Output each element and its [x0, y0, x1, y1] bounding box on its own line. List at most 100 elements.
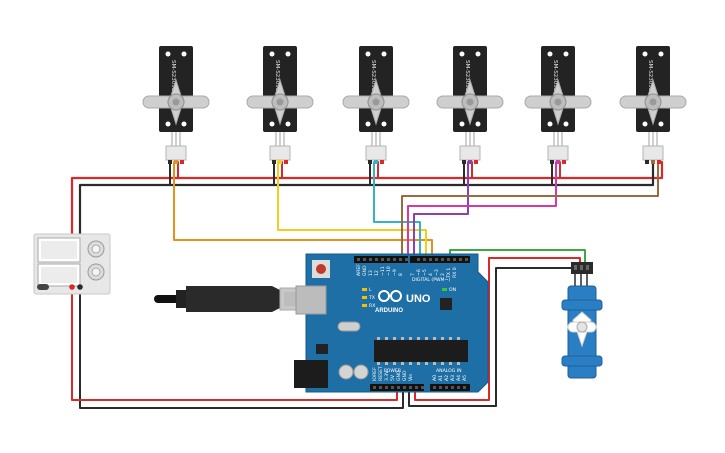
servo-model-label: SM-S2309S — [370, 60, 376, 92]
power-pin-labels: IOREF RESET 3.3V 5V GND GND Vin — [372, 366, 414, 381]
signal-wire-4 — [413, 161, 469, 263]
signal-wire-1 — [173, 161, 433, 263]
svg-text:Vin: Vin — [408, 374, 414, 381]
svg-text:3.3V: 3.3V — [384, 370, 390, 381]
analog-header — [430, 384, 470, 391]
mount-hole-icon — [563, 121, 569, 127]
mount-hole-icon — [658, 51, 664, 57]
arduino-power-wire — [71, 285, 398, 401]
signal-wire-6 — [401, 161, 659, 263]
signal-wire-5 — [407, 161, 557, 263]
svg-text:7: 7 — [410, 273, 416, 276]
power-bus-wire — [70, 160, 664, 288]
servo-horn-icon — [142, 78, 210, 126]
svg-text:13: 13 — [368, 270, 374, 276]
analog-pin-labels: A0 A1 A2 A3 A4 A5 — [432, 375, 468, 381]
servo-horn-icon — [619, 78, 687, 126]
svg-text:GND: GND — [396, 370, 402, 381]
servo-horn-icon — [524, 78, 592, 126]
power-jack — [294, 360, 328, 388]
usb-plug-body — [186, 286, 280, 312]
mount-hole-icon — [381, 51, 387, 57]
svg-text:12: 12 — [374, 270, 380, 276]
servo-model-label: SM-S2309S — [464, 60, 470, 92]
svg-text:GND: GND — [402, 370, 408, 381]
svg-text:GND: GND — [362, 265, 368, 276]
mount-hole-icon — [563, 51, 569, 57]
mount-hole-icon — [642, 51, 648, 57]
servo-connector — [269, 145, 291, 161]
svg-text:~9: ~9 — [392, 269, 398, 276]
mount-hole-icon — [547, 121, 553, 127]
mount-hole-icon — [181, 121, 187, 127]
servo-5: SM-S2309S — [524, 46, 592, 164]
svg-text:A1: A1 — [438, 375, 444, 381]
mount-hole-icon — [365, 121, 371, 127]
mount-hole-icon — [658, 121, 664, 127]
svg-text:~5: ~5 — [422, 269, 428, 276]
svg-text:~6: ~6 — [416, 269, 422, 276]
usb-cable — [154, 286, 311, 312]
micro-servo-power-wire — [414, 257, 581, 401]
svg-text:5V: 5V — [390, 374, 396, 381]
power-header-label: POWER — [384, 368, 402, 374]
svg-text:~11: ~11 — [380, 266, 386, 276]
mount-hole-icon — [475, 51, 481, 57]
digital-header-label: DIGITAL (PWM~) — [412, 277, 450, 283]
servo-horn-icon — [246, 78, 314, 126]
mount-hole-icon — [642, 121, 648, 127]
mount-hole-icon — [459, 121, 465, 127]
arduino-brand-label: ARDUINO — [375, 308, 403, 314]
svg-text:IOREF: IOREF — [372, 367, 378, 381]
servo-horn-icon — [342, 78, 410, 126]
arduino-infinity-logo-icon — [378, 290, 402, 302]
servo-model-label: SM-S2309S — [274, 60, 280, 92]
svg-text:4: 4 — [428, 273, 434, 276]
servo-model-label: SM-S2309S — [647, 60, 653, 92]
servo-4: SM-S2309S — [436, 46, 504, 164]
svg-text:TX 1: TX 1 — [446, 268, 452, 279]
mount-hole-icon — [165, 51, 171, 57]
svg-text:A5: A5 — [462, 375, 468, 381]
power-supply — [33, 233, 111, 295]
mount-hole-icon — [285, 51, 291, 57]
servo-connector — [547, 145, 569, 161]
mount-hole-icon — [475, 121, 481, 127]
micro-servo-horn-icon — [567, 311, 597, 348]
led-label-l: L — [369, 287, 372, 293]
svg-text:~3: ~3 — [434, 269, 440, 276]
signal-wire-3 — [373, 161, 421, 263]
servo-1: SM-S2309S — [142, 46, 210, 164]
mount-hole-icon — [285, 121, 291, 127]
led-label-on: ON — [449, 287, 456, 293]
servo-row: SM-S2309S SM-S2309S SM-S2309S SM-S2309S SM-S… — [142, 46, 687, 164]
mount-hole-icon — [181, 51, 187, 57]
servo-2: SM-S2309S — [246, 46, 314, 164]
led-label-tx: TX — [368, 295, 375, 301]
negative-terminal-icon — [69, 284, 75, 290]
mount-hole-icon — [547, 51, 553, 57]
micro-servo — [561, 262, 603, 379]
servo-connector — [365, 145, 387, 161]
digital-pin-labels: AREF GND 13 12 ~11 ~10 ~9 8 7 ~6 ~5 4 ~3… — [356, 264, 458, 279]
signal-wire-2 — [277, 161, 427, 263]
servo-6: SM-S2309S — [619, 46, 687, 164]
analog-header-label: ANALOG IN — [436, 368, 462, 374]
arduino-model-label: UNO — [406, 293, 431, 305]
mount-hole-icon — [165, 121, 171, 127]
arduino-ground-wire — [79, 285, 404, 409]
servo-connector — [459, 145, 481, 161]
svg-text:~10: ~10 — [386, 266, 392, 276]
svg-text:A0: A0 — [432, 375, 438, 381]
mount-hole-icon — [381, 121, 387, 127]
svg-text:A4: A4 — [456, 375, 462, 381]
digital-header-right — [410, 256, 470, 263]
mount-hole-icon — [459, 51, 465, 57]
led-label-rx: RX — [369, 303, 375, 309]
svg-text:A2: A2 — [444, 375, 450, 381]
reset-button — [316, 264, 326, 274]
servo-connector — [165, 145, 187, 161]
servo-3: SM-S2309S — [342, 46, 410, 164]
mount-hole-icon — [365, 51, 371, 57]
